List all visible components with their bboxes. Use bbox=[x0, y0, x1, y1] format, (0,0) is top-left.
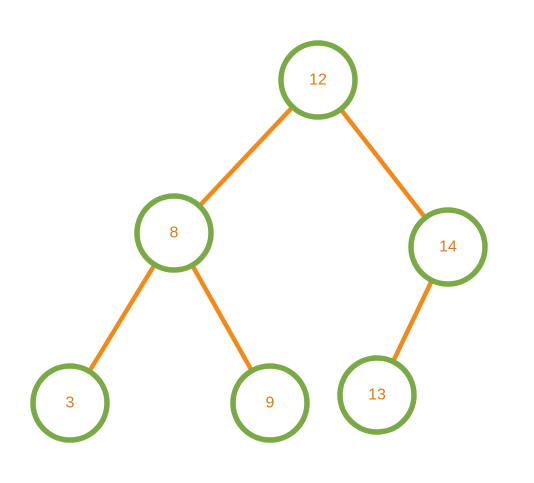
node-circle bbox=[134, 193, 214, 273]
node-label: 13 bbox=[368, 387, 386, 404]
tree-node-3: 3 bbox=[30, 363, 110, 443]
tree-nodes: 12 8 14 3 9 13 bbox=[30, 40, 488, 443]
edge-n12-n14 bbox=[339, 107, 427, 220]
edge-n8-n3 bbox=[87, 263, 157, 373]
node-circle bbox=[30, 363, 110, 443]
tree-node-14: 14 bbox=[408, 207, 488, 287]
node-label: 9 bbox=[266, 395, 275, 412]
tree-node-8: 8 bbox=[134, 193, 214, 273]
node-circle bbox=[230, 363, 310, 443]
node-circle bbox=[337, 355, 417, 435]
node-label: 8 bbox=[170, 225, 179, 242]
tree-node-9: 9 bbox=[230, 363, 310, 443]
node-circle bbox=[278, 40, 358, 120]
tree-edges bbox=[87, 105, 434, 373]
edge-n8-n9 bbox=[190, 263, 254, 373]
node-circle bbox=[408, 207, 488, 287]
tree-node-12: 12 bbox=[278, 40, 358, 120]
edge-n14-n13 bbox=[391, 279, 434, 363]
tree-node-13: 13 bbox=[337, 355, 417, 435]
node-label: 14 bbox=[439, 239, 457, 256]
node-label: 12 bbox=[309, 72, 327, 89]
edge-n12-n8 bbox=[197, 105, 295, 208]
node-label: 3 bbox=[66, 395, 75, 412]
